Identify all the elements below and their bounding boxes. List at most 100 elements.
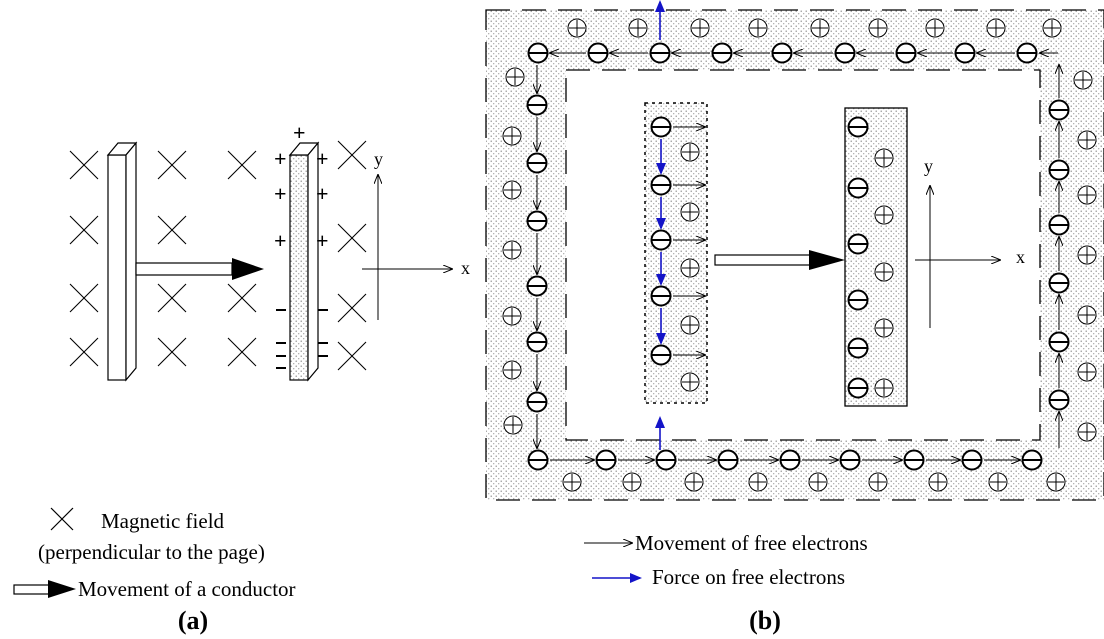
- svg-text:+: +: [274, 228, 287, 253]
- electron-icon: [1016, 42, 1038, 64]
- svg-text:+: +: [274, 146, 287, 171]
- electron-icon: [847, 116, 869, 138]
- electron-icon: [650, 285, 672, 307]
- positive-ion-icon: [622, 472, 642, 492]
- legend-conductor-movement: Movement of a conductor: [78, 577, 296, 601]
- electron-icon: [711, 42, 733, 64]
- field-cross-icon: [69, 337, 99, 367]
- positive-ion-icon: [502, 360, 522, 380]
- bar-movement-arrow: [714, 250, 845, 270]
- positive-ion-icon: [680, 202, 700, 222]
- svg-text:+: +: [316, 181, 329, 206]
- field-cross-icon: [69, 283, 99, 313]
- electron-icon: [954, 42, 976, 64]
- field-cross-icon: [337, 140, 367, 170]
- electron-icon: [650, 229, 672, 251]
- positive-ion-icon: [928, 472, 948, 492]
- legend-cross-icon: [50, 507, 74, 531]
- positive-ion-icon: [567, 18, 587, 38]
- positive-ion-icon: [1046, 472, 1066, 492]
- axis-x-label-a: x: [461, 258, 470, 278]
- positive-ion-icon: [680, 372, 700, 392]
- electron-icon: [526, 275, 548, 297]
- conductor-loop: [486, 10, 1104, 500]
- svg-text:+: +: [274, 181, 287, 206]
- electron-icon: [526, 391, 548, 413]
- positive-ion-icon: [874, 318, 894, 338]
- legend-magnetic-field: Magnetic field: [101, 509, 225, 533]
- positive-ion-icon: [1077, 245, 1097, 265]
- electron-icon: [1048, 214, 1070, 236]
- electron-icon: [587, 42, 609, 64]
- svg-text:+: +: [316, 146, 329, 171]
- panel-b: y x (b): [485, 0, 1104, 635]
- electron-icon: [526, 152, 548, 174]
- electron-icon: [771, 42, 793, 64]
- positive-ion-icon: [925, 18, 945, 38]
- field-cross-icon: [337, 341, 367, 371]
- electron-icon: [527, 42, 549, 64]
- svg-text:+: +: [316, 228, 329, 253]
- electron-icon: [649, 42, 671, 64]
- positive-ion-icon: [1073, 70, 1093, 90]
- field-cross-icon: [157, 283, 187, 313]
- axis-y-label-b: y: [924, 156, 933, 176]
- axes-a: y x: [362, 149, 470, 320]
- positive-ion-icon: [502, 240, 522, 260]
- electron-icon: [847, 377, 869, 399]
- legend-conductor-arrow-icon: [13, 580, 76, 598]
- field-cross-icon: [227, 337, 257, 367]
- positive-ion-icon: [868, 472, 888, 492]
- positive-ion-icon: [874, 205, 894, 225]
- electron-icon: [717, 449, 739, 471]
- moving-bar-final: [844, 107, 908, 407]
- positive-ion-icon: [986, 18, 1006, 38]
- electron-icon: [650, 174, 672, 196]
- electron-icon: [526, 210, 548, 232]
- legend-magnetic-field-note: (perpendicular to the page): [38, 540, 265, 564]
- positive-ion-icon: [502, 306, 522, 326]
- positive-ion-icon: [502, 180, 522, 200]
- svg-text:+: +: [293, 120, 306, 145]
- electron-icon: [650, 116, 672, 138]
- electron-icon: [961, 449, 983, 471]
- magnetic-field-crosses: [69, 140, 367, 371]
- positive-ion-icon: [680, 258, 700, 278]
- field-cross-icon: [157, 150, 187, 180]
- positive-ion-icon: [684, 472, 704, 492]
- negative-charges-bottom: [276, 309, 328, 369]
- positive-ion-icon: [680, 315, 700, 335]
- positive-ion-icon: [680, 142, 700, 162]
- positive-ion-icon: [748, 472, 768, 492]
- positive-ion-icon: [562, 472, 582, 492]
- positive-ion-icon: [503, 415, 523, 435]
- legend-electron-force: Force on free electrons: [652, 565, 845, 589]
- electron-icon: [655, 449, 677, 471]
- field-cross-icon: [337, 293, 367, 323]
- positive-ions: [502, 18, 1097, 492]
- positive-ion-icon: [988, 472, 1008, 492]
- positive-ion-icon: [1042, 18, 1062, 38]
- field-cross-icon: [157, 215, 187, 245]
- electron-force-arrows: [655, 0, 666, 450]
- positive-ion-icon: [808, 472, 828, 492]
- electron-icon: [895, 42, 917, 64]
- positive-ion-icon: [874, 378, 894, 398]
- field-cross-icon: [157, 337, 187, 367]
- electron-icon: [1021, 449, 1043, 471]
- positive-ion-icon: [874, 148, 894, 168]
- conductor-movement-arrow: [135, 258, 264, 280]
- legend: Magnetic field (perpendicular to the pag…: [13, 507, 868, 601]
- electron-icon: [1048, 389, 1070, 411]
- electron-icon: [834, 42, 856, 64]
- positive-ion-icon: [874, 262, 894, 282]
- electron-icon: [526, 94, 548, 116]
- positive-ion-icon: [868, 18, 888, 38]
- electron-icon: [1048, 159, 1070, 181]
- electron-icon: [847, 337, 869, 359]
- field-cross-icon: [69, 215, 99, 245]
- field-cross-icon: [227, 283, 257, 313]
- field-cross-icon: [69, 150, 99, 180]
- electron-icon: [526, 331, 548, 353]
- positive-ion-icon: [810, 18, 830, 38]
